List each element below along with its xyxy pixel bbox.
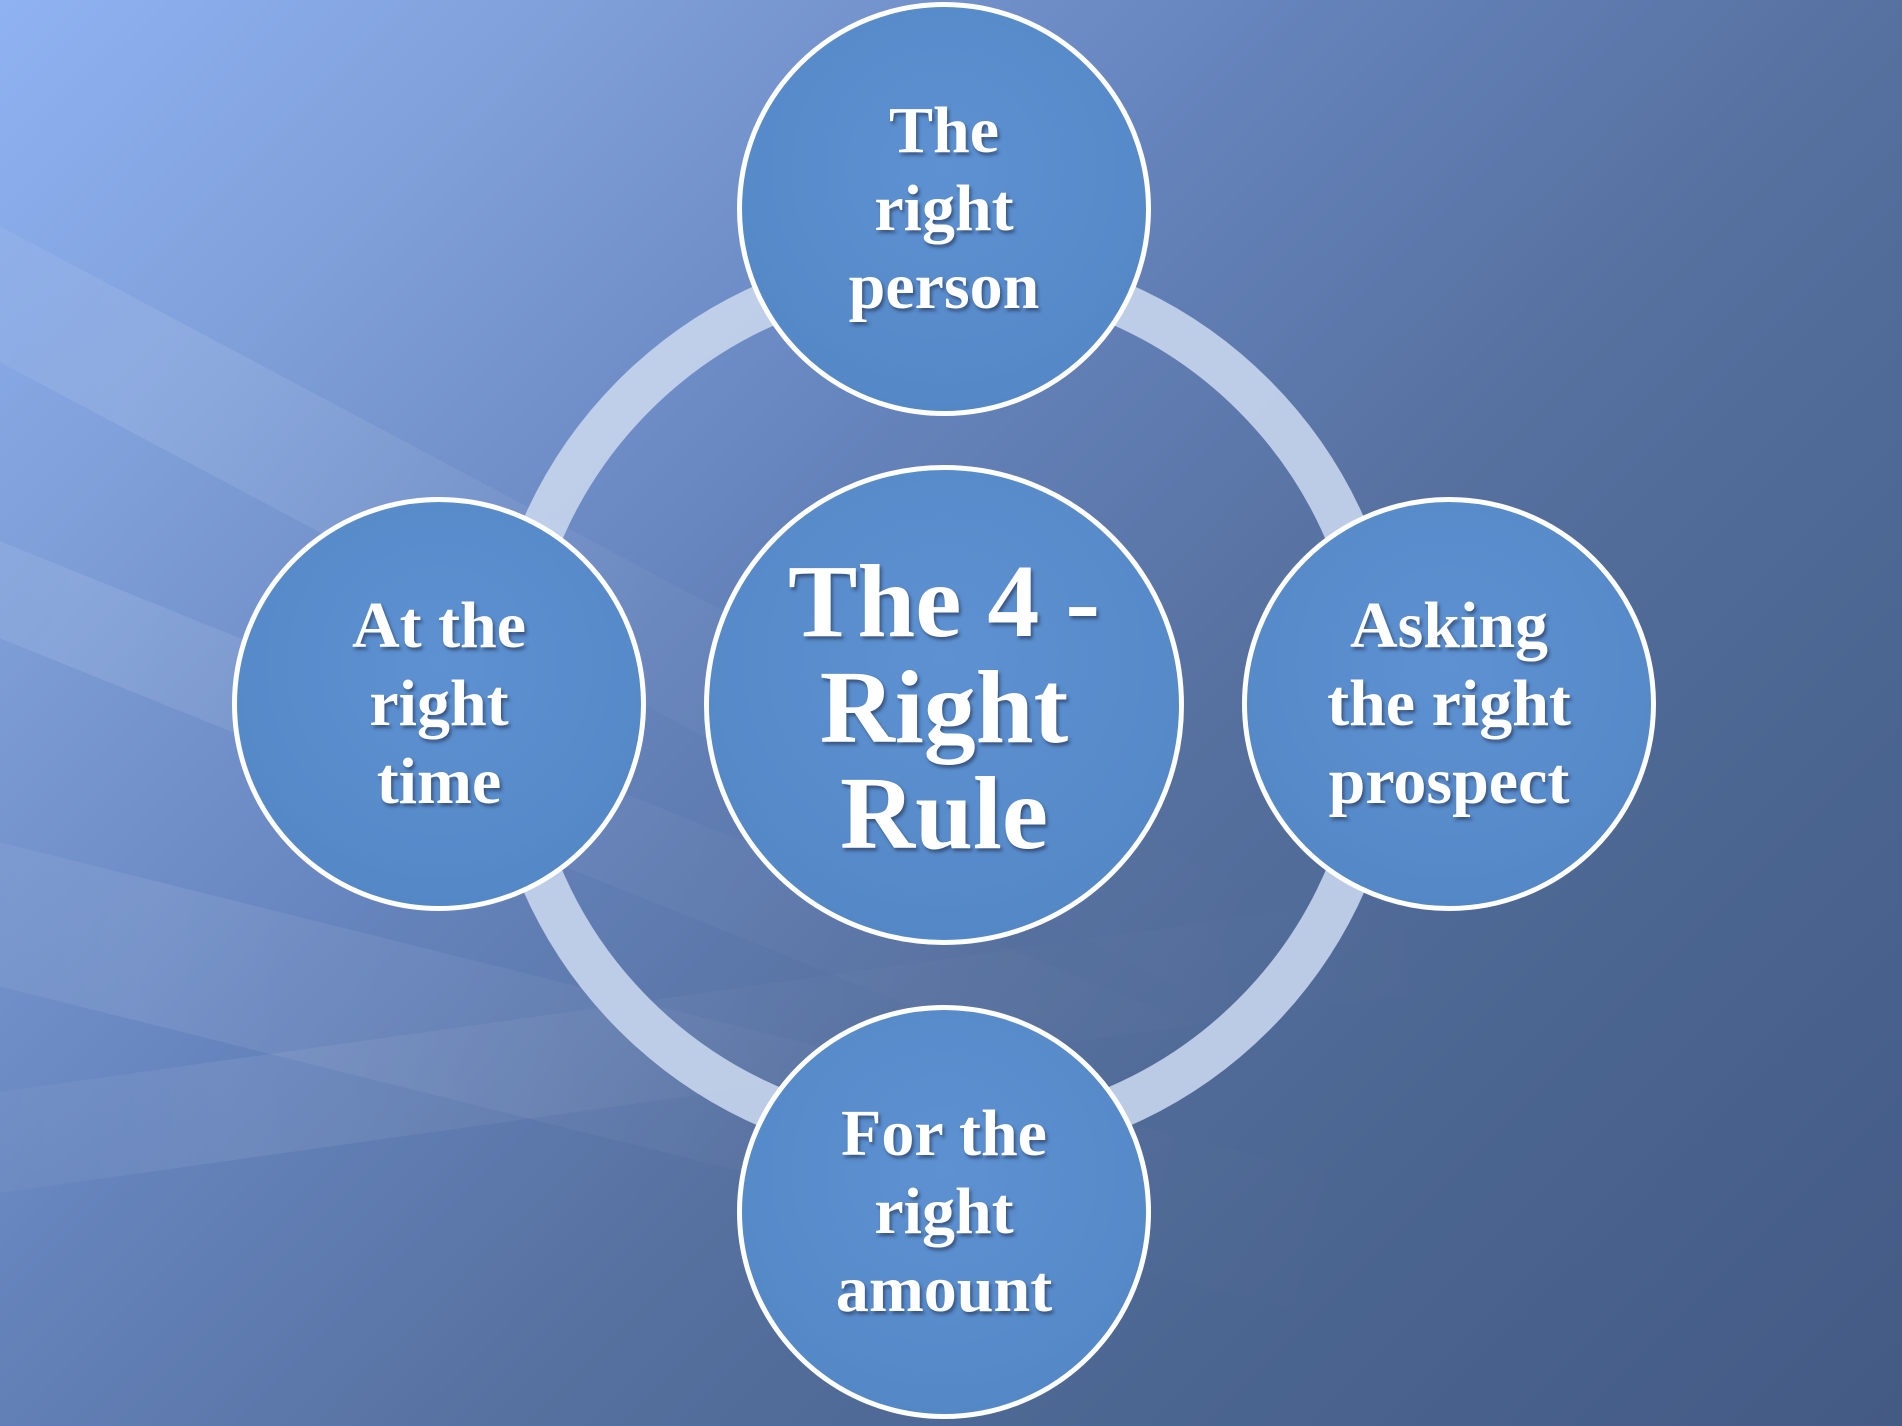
node-label: For the right amount — [835, 1097, 1053, 1326]
center-label: The 4 - Right Rule — [788, 544, 1100, 871]
node-label: The right person — [848, 94, 1040, 323]
node-the-right-person: The right person — [737, 2, 1151, 416]
node-at-the-right-time: At the right time — [232, 497, 646, 911]
node-label: Asking the right prospect — [1327, 589, 1571, 818]
center-node-4-right-rule: The 4 - Right Rule — [704, 465, 1184, 945]
node-asking-the-right-prospect: Asking the right prospect — [1242, 497, 1656, 911]
node-label: At the right time — [351, 589, 527, 818]
node-for-the-right-amount: For the right amount — [737, 1005, 1151, 1419]
